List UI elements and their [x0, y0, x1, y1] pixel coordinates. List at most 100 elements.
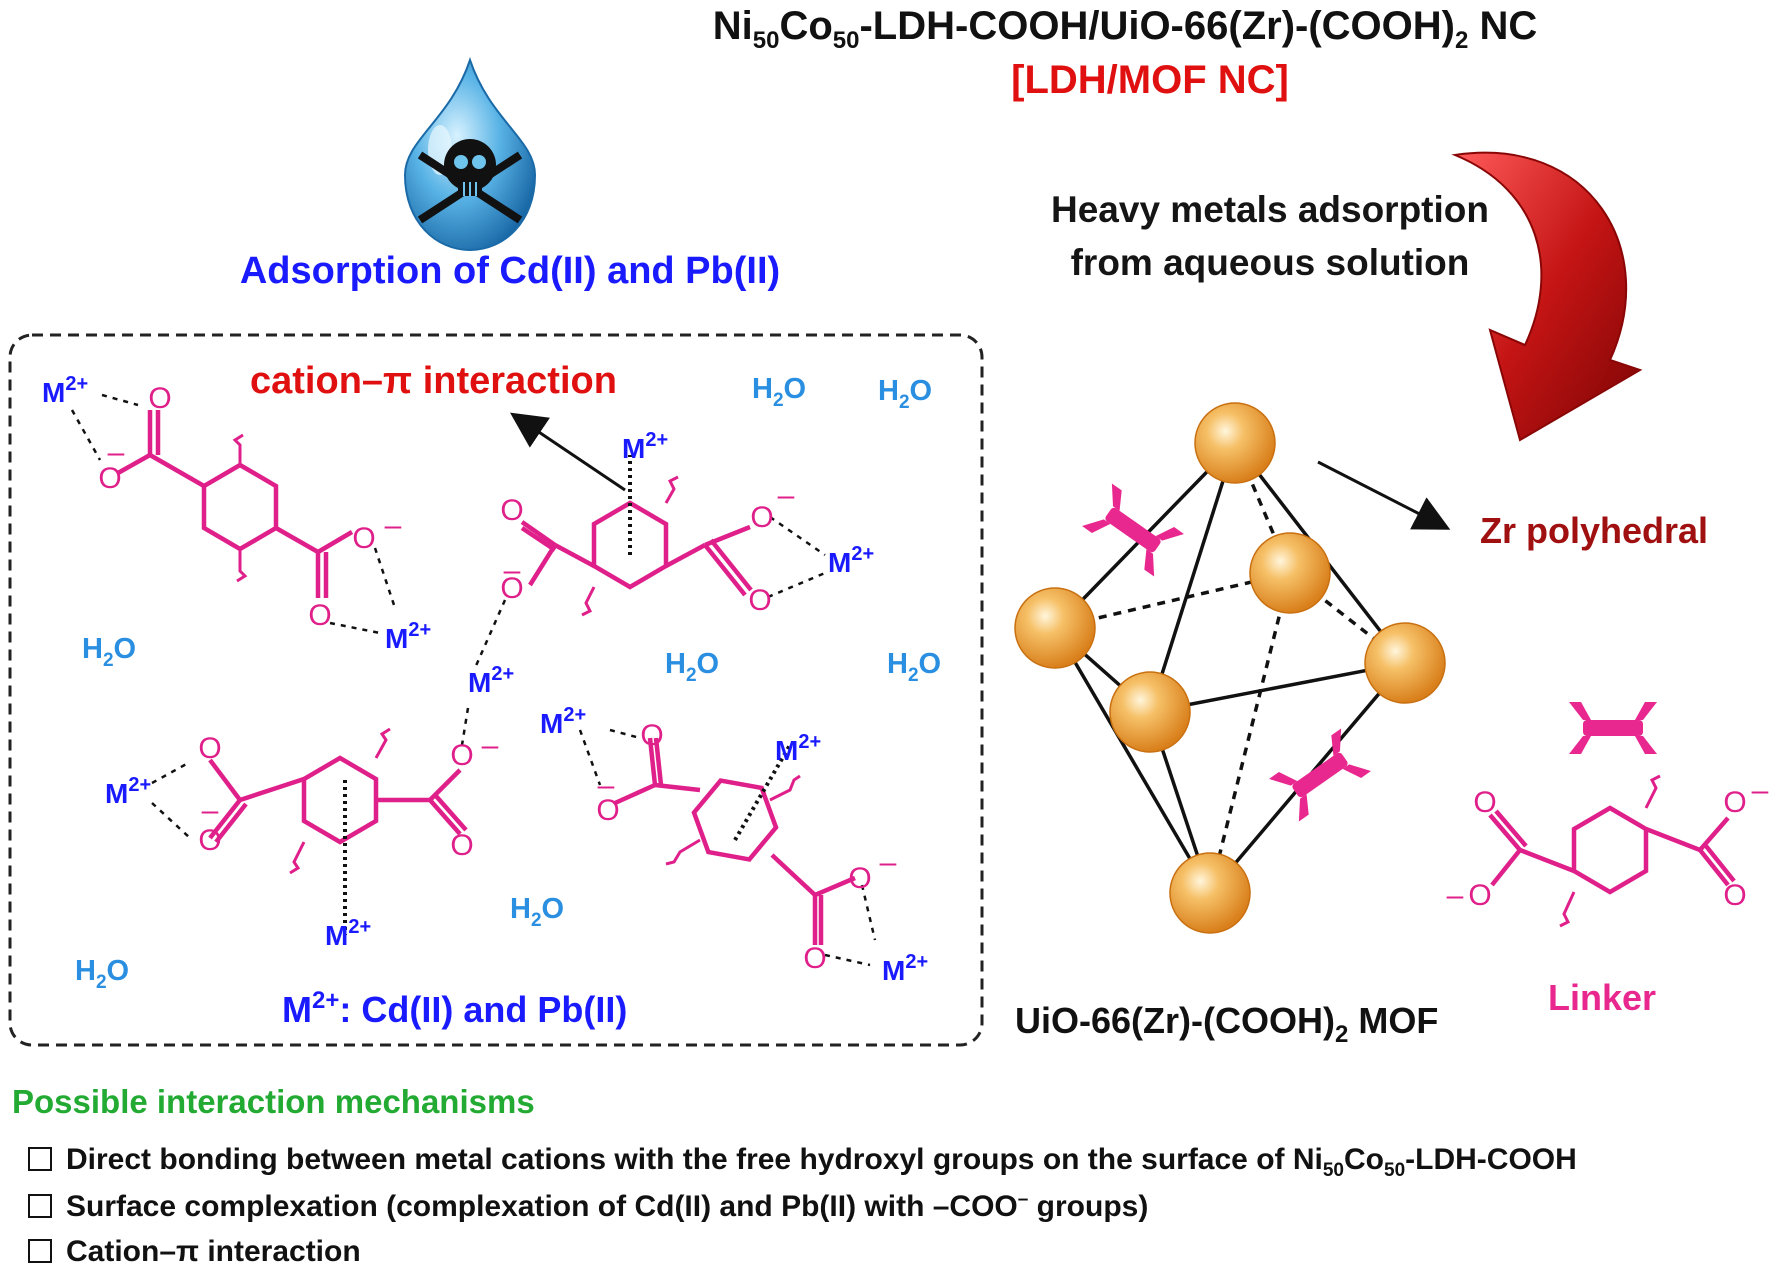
process-label-line1: Heavy metals adsorption	[1051, 189, 1489, 230]
toxic-water-drop-icon	[403, 56, 537, 252]
zr-sphere-4	[1364, 622, 1446, 704]
oxygen-12: O	[450, 829, 473, 862]
checkbox-icon	[28, 1147, 52, 1171]
neg-6: –	[482, 729, 499, 762]
metal-legend: M2+: Cd(II) and Pb(II)	[282, 987, 627, 1030]
linker-oxygen-4: O	[1723, 879, 1746, 912]
mof-octahedron	[1014, 402, 1657, 934]
mechanism-3-text: Cation–π interaction	[66, 1235, 361, 1268]
linker-glyph-3	[1569, 702, 1657, 754]
mechanism-1-post: -LDH-COOH	[1405, 1143, 1577, 1176]
oxygen-15: O	[848, 862, 871, 895]
water-5: H2O	[887, 648, 941, 686]
oxygen-11: O	[450, 739, 473, 772]
metal-ion-6: M2+	[540, 704, 586, 739]
linker-molecule-1	[116, 410, 354, 598]
zr-sphere-5	[1109, 671, 1191, 753]
linker-glyph-2	[1269, 728, 1371, 822]
linker-molecule-2	[520, 455, 753, 617]
mechanism-2-charge: –	[1017, 1189, 1029, 1210]
metal-ion-8: M2+	[105, 774, 151, 809]
zr-polyhedral-label: Zr polyhedral	[1480, 510, 1708, 551]
mechanism-item-1: Direct bonding between metal cations wit…	[28, 1143, 1577, 1189]
oxygen-16: O	[803, 942, 826, 975]
mechanism-2-text: Surface complexation (complexation of Cd…	[66, 1190, 1018, 1223]
title-sub-ni: 50	[752, 27, 780, 54]
metal-ion-labels: M2+ M2+ M2+ M2+ M2+ M2+ M2+ M2+ M2+ M2+	[42, 373, 928, 986]
metal-ion-10: M2+	[882, 951, 928, 986]
water-labels: H2O H2O H2O H2O H2O H2O H2O	[75, 373, 941, 993]
water-3: H2O	[82, 633, 136, 671]
metal-ion-4: M2+	[385, 619, 431, 654]
neg-3: –	[504, 554, 521, 587]
neg-5: –	[202, 794, 219, 827]
figure-subtitle: [LDH/MOF NC]	[1011, 58, 1289, 102]
linker-label: Linker	[1548, 977, 1656, 1018]
linker-oxygen-2: O	[1468, 879, 1491, 912]
linker-oxygen-3: O	[1723, 786, 1746, 819]
interaction-box	[8, 333, 984, 1047]
title-suffix: NC	[1468, 4, 1538, 48]
linker-molecule-4	[614, 737, 856, 945]
mechanism-1-text: Direct bonding between metal cations wit…	[66, 1143, 1323, 1176]
figure-title: Ni50Co50-LDH-COOH/UiO-66(Zr)-(COOH)2 NC	[560, 4, 1690, 55]
water-1: H2O	[752, 373, 806, 411]
coordination-bonds	[70, 393, 877, 967]
metal-ion-3: M2+	[828, 543, 874, 578]
linker-neg-2: –	[1752, 774, 1769, 807]
process-label: Heavy metals adsorption from aqueous sol…	[990, 183, 1550, 289]
neg-8: –	[880, 846, 897, 879]
oxygen-14: O	[596, 794, 619, 827]
oxygen-8: O	[748, 584, 771, 617]
oxygen-6: O	[500, 572, 523, 605]
title-sub-2: 2	[1454, 27, 1469, 54]
oxygen-labels: O O O O O O O O O O O O O O O O	[98, 382, 871, 975]
zr-sphere-3	[1014, 587, 1096, 669]
oxygen-1: O	[148, 382, 171, 415]
oxygen-7: O	[750, 501, 773, 534]
mof-caption: UiO-66(Zr)-(COOH)2 MOF	[1015, 1000, 1438, 1048]
oxygen-4: O	[308, 599, 331, 632]
water-2: H2O	[878, 375, 932, 413]
oxygen-13: O	[640, 719, 663, 752]
oxygen-9: O	[198, 732, 221, 765]
neg-2: –	[385, 509, 402, 542]
oxygen-3: O	[352, 522, 375, 555]
zr-sphere-1	[1194, 402, 1276, 484]
checkbox-icon	[28, 1239, 52, 1263]
title-ni: Ni	[712, 4, 753, 48]
checkbox-icon	[28, 1194, 52, 1218]
water-6: H2O	[510, 893, 564, 931]
neg-7: –	[598, 769, 615, 802]
metal-ion-2: M2+	[622, 429, 668, 464]
mechanism-1-sub2: 50	[1384, 1160, 1406, 1181]
cation-pi-arrow	[510, 412, 626, 492]
process-label-line2: from aqueous solution	[1070, 242, 1470, 283]
oxygen-5: O	[500, 494, 523, 527]
adsorption-label: Adsorption of Cd(II) and Pb(II)	[239, 250, 781, 292]
cation-pi-label: cation–π interaction	[250, 360, 617, 402]
metal-ion-7: M2+	[775, 731, 821, 766]
title-sub-co: 50	[832, 27, 860, 54]
mechanism-item-3: Cation–π interaction	[28, 1235, 1577, 1281]
title-rest: -LDH-COOH/UiO-66(Zr)-(COOH)	[859, 4, 1455, 48]
mechanisms-list: Direct bonding between metal cations wit…	[28, 1143, 1577, 1281]
zr-sphere-6	[1169, 852, 1251, 934]
mechanism-item-2: Surface complexation (complexation of Cd…	[28, 1189, 1577, 1235]
linker-glyphs	[1082, 483, 1657, 822]
metal-ion-5: M2+	[468, 663, 514, 698]
curved-red-arrow-icon	[1451, 151, 1643, 442]
mechanisms-heading: Possible interaction mechanisms	[12, 1083, 535, 1120]
mechanism-2-post: groups)	[1028, 1190, 1149, 1223]
neg-4: –	[778, 479, 795, 512]
oxygen-10: O	[198, 824, 221, 857]
linker-neg-1: –	[1447, 879, 1464, 912]
mechanism-1-mid: Co	[1344, 1143, 1384, 1176]
linker-structure: O O O O – –	[1447, 774, 1769, 928]
metal-ion-1: M2+	[42, 373, 88, 408]
metal-ion-9: M2+	[325, 916, 371, 951]
skull-crossbones-icon	[417, 139, 523, 224]
water-7: H2O	[75, 955, 129, 993]
mechanism-1-sub1: 50	[1322, 1160, 1344, 1181]
